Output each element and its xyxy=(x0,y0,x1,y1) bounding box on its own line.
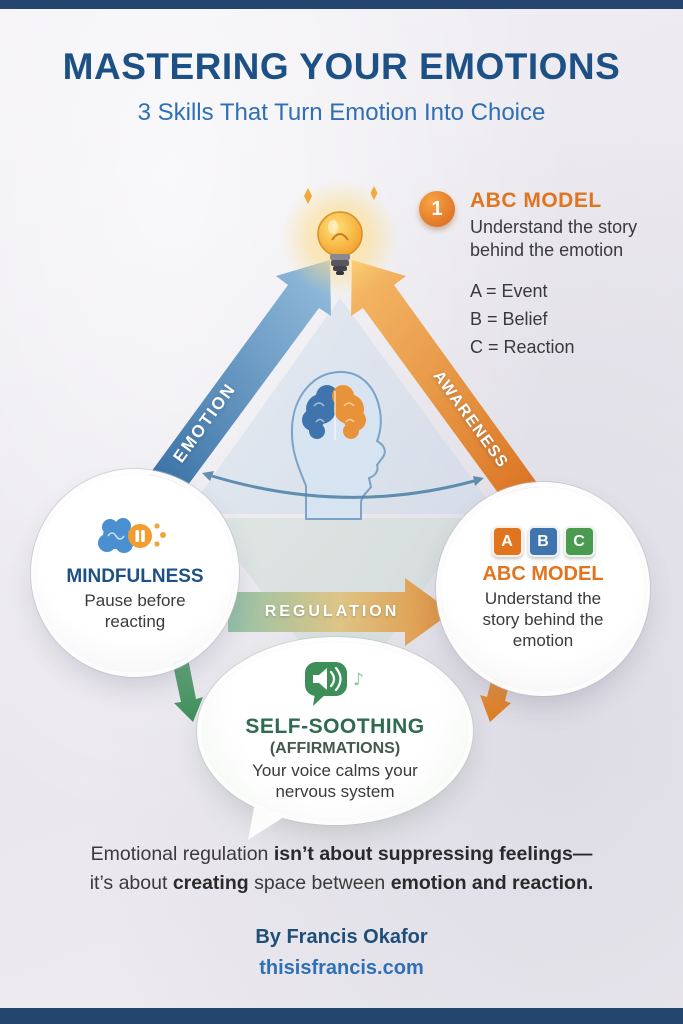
svg-text:♪: ♪ xyxy=(353,670,364,690)
abc-card-description: Understand the story behind the emotion xyxy=(482,589,604,650)
quote-text-1: Emotional regulation xyxy=(90,843,274,865)
soothing-title: SELF-SOOTHING xyxy=(245,715,425,739)
abc-definition-list: A = Event B = Belief C = Reaction xyxy=(470,277,575,361)
top-accent-bar xyxy=(0,0,683,9)
bottom-accent-bar xyxy=(0,1008,683,1024)
abc-blocks-icon: A B C xyxy=(491,526,595,558)
soothing-description: Your voice calms your nervous system xyxy=(252,761,418,801)
quote-bold-3: emotion and reaction. xyxy=(390,872,594,895)
mindfulness-description: Pause before reacting xyxy=(84,590,186,631)
emotion-arrow xyxy=(135,260,331,516)
abc-item-reaction: C = Reaction xyxy=(470,337,575,357)
abc-item-event: A = Event xyxy=(470,281,548,301)
skill1-number-badge: 1 xyxy=(419,191,455,227)
closing-quote: Emotional regulation isn’t about suppres… xyxy=(30,840,653,899)
abc-item-belief: B = Belief xyxy=(470,309,548,329)
author-credit: By Francis Okafor xyxy=(255,926,428,948)
awareness-arrow xyxy=(351,260,545,516)
regulation-label: REGULATION xyxy=(264,603,400,620)
page-title: MASTERING YOUR EMOTIONS xyxy=(62,46,621,87)
skill1-title: ABC MODEL xyxy=(470,189,602,212)
speaker-icon: ♪ xyxy=(305,662,364,707)
brain-pause-icon xyxy=(98,517,166,553)
quote-bold-1: isn’t about suppressing feelings— xyxy=(273,843,593,865)
abc-block-c: C xyxy=(563,526,595,558)
website-credit: thisisfrancis.com xyxy=(259,957,424,979)
quote-text-2: it’s about xyxy=(89,872,173,895)
mindfulness-title: MINDFULNESS xyxy=(66,565,204,587)
abc-model-card: A B C ABC MODEL Understand the story beh… xyxy=(441,487,645,691)
head-brain-icon xyxy=(290,371,386,520)
lightbulb-icon xyxy=(282,180,398,296)
soothing-subtitle: (AFFIRMATIONS) xyxy=(269,740,401,758)
mindfulness-card: MINDFULNESS Pause before reacting xyxy=(36,474,234,672)
abc-block-b: B xyxy=(527,526,559,558)
self-soothing-card: ♪ SELF-SOOTHING (AFFIRMATIONS) Your voic… xyxy=(202,642,468,840)
abc-block-a: A xyxy=(491,526,523,558)
regulation-arrow xyxy=(228,578,452,646)
exchange-arrow xyxy=(202,471,484,499)
abc-card-title: ABC MODEL xyxy=(482,563,604,586)
quote-bold-2: creating xyxy=(172,872,249,895)
quote-text-3: space between xyxy=(248,872,391,895)
page-subtitle: 3 Skills That Turn Emotion Into Choice xyxy=(137,99,546,126)
skill1-description: Understand the story behind the emotion xyxy=(470,217,638,260)
